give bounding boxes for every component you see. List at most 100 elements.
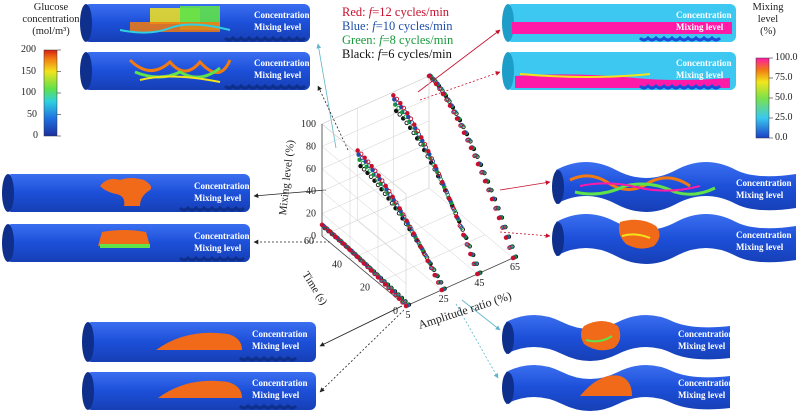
pipe-label-mixing: Mixing level bbox=[254, 70, 302, 80]
point-f-12-cycles-min-a5 bbox=[400, 300, 405, 305]
arrow-to-bottom-left-2 bbox=[319, 309, 405, 393]
pipe-label-mixing: Mixing level bbox=[736, 242, 784, 252]
arrow-to-bottom-left bbox=[319, 305, 403, 347]
x-tick-label: 45 bbox=[474, 278, 484, 289]
mixing-colorbar bbox=[755, 57, 770, 139]
mix-tick-4: 0.0 bbox=[775, 132, 788, 143]
y-tick-label: 0 bbox=[393, 306, 398, 317]
point-f-12-cycles-min-a5 bbox=[323, 225, 328, 231]
point-f-12-cycles-min-a5 bbox=[368, 268, 374, 273]
point-f-12-cycles-min-a25 bbox=[369, 163, 374, 169]
point-f-12-cycles-min-a65 bbox=[493, 206, 498, 211]
point-f-12-cycles-min-a25 bbox=[358, 151, 364, 157]
point-f-12-cycles-min-a5 bbox=[389, 289, 395, 294]
point-f-12-cycles-min-a65 bbox=[486, 187, 491, 193]
conc-tick-4: 0 bbox=[33, 130, 38, 141]
arrow-to-bottom-right bbox=[461, 299, 501, 331]
point-f-12-cycles-min-a65 bbox=[479, 170, 484, 175]
legend-color-name: Green: bbox=[342, 33, 380, 47]
point-f-12-cycles-min-a65 bbox=[500, 225, 505, 230]
point-f-12-cycles-min-a45 bbox=[429, 156, 435, 161]
concentration-title-line2: concentration bbox=[22, 14, 80, 25]
point-f-12-cycles-min-a65 bbox=[444, 97, 449, 102]
y-axis-label: Time (s) bbox=[300, 269, 330, 307]
point-f-12-cycles-min-a65 bbox=[426, 73, 432, 79]
point-f-12-cycles-min-a65 bbox=[472, 153, 477, 159]
point-f-12-cycles-min-a45 bbox=[457, 223, 463, 228]
pipe-mid-left-mixing: Concentration Mixing level bbox=[2, 224, 250, 262]
pipe-bottom-right-concentration: Concentration Mixing level bbox=[502, 315, 734, 361]
z-tick-label: 100 bbox=[301, 119, 316, 130]
z-axis-label: Mixing level (%) bbox=[277, 139, 297, 216]
x-tick-label: 65 bbox=[510, 262, 520, 273]
legend-symbol: f bbox=[372, 19, 376, 33]
conc-tick-1: 150 bbox=[21, 66, 36, 77]
legend-color-name: Black: bbox=[342, 47, 378, 61]
point-f-12-cycles-min-a25 bbox=[414, 237, 420, 243]
pipe-label-mixing: Mixing level bbox=[678, 390, 726, 400]
legend-value: =12 cycles/min bbox=[372, 5, 450, 19]
legend-color-name: Red: bbox=[342, 5, 369, 19]
point-f-12-cycles-min-a5 bbox=[354, 254, 360, 259]
point-f-12-cycles-min-a25 bbox=[425, 258, 430, 264]
y-tick-label: 20 bbox=[360, 283, 370, 294]
point-f-12-cycles-min-a5 bbox=[375, 275, 381, 280]
point-f-12-cycles-min-a45 bbox=[405, 110, 410, 116]
legend-item-1: Blue: f=10 cycles/min bbox=[342, 19, 453, 33]
pipe-top-right-concentration: Concentration Mixing level bbox=[502, 4, 736, 42]
mix-tick-0: 100.0 bbox=[775, 52, 798, 63]
point-f-12-cycles-min-a45 bbox=[422, 141, 428, 147]
point-f-12-cycles-min-a45 bbox=[468, 251, 473, 257]
point-f-12-cycles-min-a65 bbox=[465, 137, 470, 143]
pipe-label-mixing: Mixing level bbox=[194, 193, 242, 203]
point-f-12-cycles-min-a65 bbox=[503, 235, 509, 240]
point-f-12-cycles-min-a25 bbox=[435, 280, 441, 285]
pipe-label-concentration: Concentration bbox=[736, 230, 792, 240]
arrow-to-mid-left bbox=[253, 189, 327, 199]
conc-tick-3: 50 bbox=[27, 109, 37, 120]
point-f-12-cycles-min-a45 bbox=[426, 149, 431, 154]
point-f-12-cycles-min-a45 bbox=[475, 271, 480, 277]
pipe-bottom-left-mixing: Concentration Mixing level bbox=[82, 372, 316, 410]
pipe-label-mixing: Mixing level bbox=[676, 22, 724, 32]
point-f-12-cycles-min-a5 bbox=[347, 247, 353, 253]
point-f-12-cycles-min-a65 bbox=[447, 103, 453, 108]
concentration-title-line1: Glucose bbox=[33, 2, 69, 13]
point-f-12-cycles-min-a5 bbox=[372, 271, 377, 277]
pipe-label-mixing: Mixing level bbox=[254, 22, 302, 32]
point-f-10-cycles-min-a25 bbox=[401, 214, 407, 220]
point-f-12-cycles-min-a45 bbox=[415, 128, 421, 134]
concentration-colorbar bbox=[43, 49, 58, 137]
mixing-title-line2: level bbox=[757, 14, 779, 25]
y-tick-label: 40 bbox=[332, 259, 342, 270]
pipe-label-concentration: Concentration bbox=[678, 329, 734, 339]
legend-symbol: f bbox=[368, 5, 373, 19]
point-f-12-cycles-min-a25 bbox=[383, 183, 388, 189]
point-f-12-cycles-min-a65 bbox=[461, 130, 467, 136]
point-f-12-cycles-min-a25 bbox=[362, 155, 367, 160]
point-f-12-cycles-min-a65 bbox=[482, 178, 488, 184]
pipe-label-concentration: Concentration bbox=[676, 10, 732, 20]
point-f-12-cycles-min-a65 bbox=[433, 81, 439, 87]
point-f-12-cycles-min-a45 bbox=[450, 205, 456, 210]
point-f-8-cycles-min-a45 bbox=[445, 192, 451, 198]
legend-symbol: f bbox=[379, 33, 383, 47]
legend-symbol: f bbox=[377, 47, 382, 61]
pipe-label-mixing: Mixing level bbox=[252, 341, 300, 351]
legend-item-3: Black: f=6 cycles/min bbox=[342, 47, 452, 61]
x-axis-line bbox=[405, 257, 514, 307]
point-f-12-cycles-min-a45 bbox=[464, 242, 470, 247]
point-f-12-cycles-min-a45 bbox=[398, 100, 403, 106]
pipe-label-mixing: Mixing level bbox=[678, 341, 726, 351]
y-tick-label: 60 bbox=[304, 236, 314, 247]
conc-tick-2: 100 bbox=[21, 87, 36, 98]
pipe-top-left-mixing: Concentration Mixing level bbox=[80, 52, 310, 90]
mixing-colorbar-title: Mixing level (%) bbox=[742, 2, 794, 38]
arrow-to-mid-right-2 bbox=[499, 231, 551, 239]
point-f-12-cycles-min-a45 bbox=[401, 105, 407, 111]
pipe-label-concentration: Concentration bbox=[252, 378, 308, 388]
chart-axes bbox=[321, 75, 514, 307]
point-f-12-cycles-min-a5 bbox=[361, 261, 367, 266]
concentration-colorbar-title: Glucose concentration (mol/m³) bbox=[10, 2, 92, 38]
